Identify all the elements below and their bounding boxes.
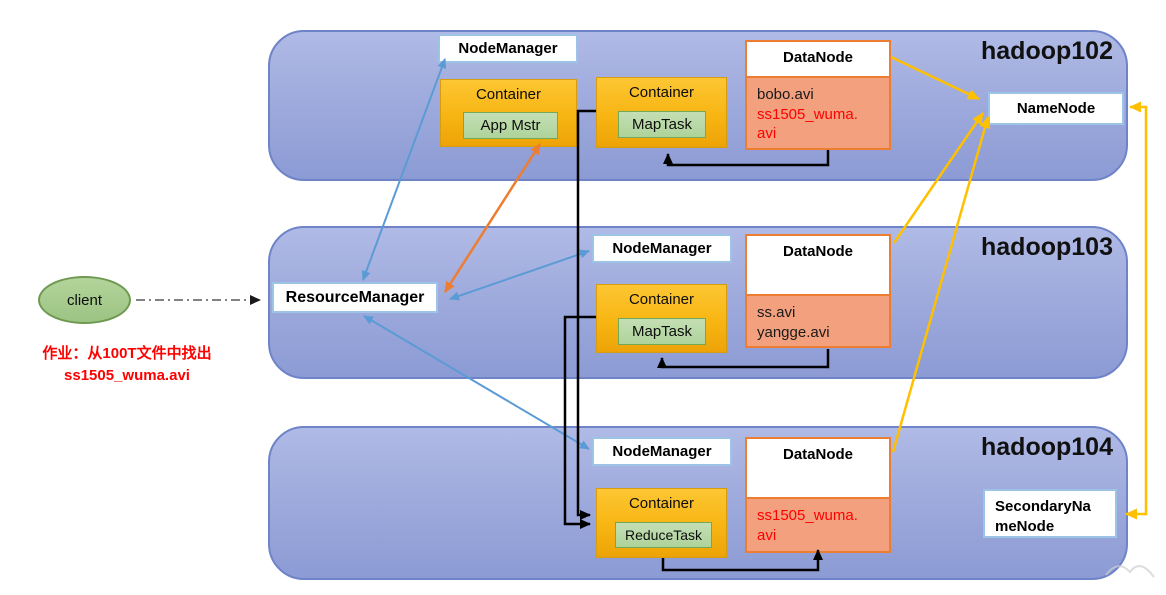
container-maptask-103: Container MapTask <box>596 284 727 353</box>
maptask-102: MapTask <box>618 111 706 138</box>
nodemanager-hadoop103: NodeManager <box>592 234 732 263</box>
arrow-namenode-secondarynamenode <box>1125 101 1148 520</box>
datanode-103-files: ss.avi yangge.avi <box>747 294 889 346</box>
datanode-hadoop102: DataNode bobo.avi ss1505_wuma.avi <box>745 40 891 150</box>
appmstr-task: App Mstr <box>463 112 558 139</box>
panel-title-hadoop104: hadoop104 <box>981 433 1113 461</box>
client-ellipse: client <box>38 276 131 324</box>
file-yangge: yangge.avi <box>757 323 830 341</box>
reducetask: ReduceTask <box>615 522 712 548</box>
datanode-103-title: DataNode <box>782 243 853 260</box>
job-note-line1: 作业：从100T文件中找出 <box>42 345 212 362</box>
datanode-104-files: ss1505_wuma.avi <box>747 497 889 551</box>
nodemanager-hadoop102: NodeManager <box>438 34 578 63</box>
job-note: 作业：从100T文件中找出 ss1505_wuma.avi <box>12 343 242 387</box>
container-reducetask: Container ReduceTask <box>596 488 727 558</box>
datanode-104-title: DataNode <box>782 446 853 463</box>
datanode-102-title: DataNode <box>782 49 853 66</box>
file-bobo: bobo.avi <box>757 86 814 103</box>
namenode: NameNode <box>988 92 1124 125</box>
datanode-hadoop103: DataNode ss.avi yangge.avi <box>745 234 891 348</box>
container-reducetask-title: Container <box>628 495 695 512</box>
maptask-103: MapTask <box>618 318 706 345</box>
job-note-line2: ss1505_wuma.avi <box>64 366 190 384</box>
container-maptask-102: Container MapTask <box>596 77 727 148</box>
resource-manager: ResourceManager <box>272 282 438 313</box>
container-maptask-103-title: Container <box>628 291 695 308</box>
container-appmstr-title: Container <box>475 86 542 103</box>
file-wuma-104: ss1505_wuma.avi <box>757 507 858 544</box>
file-wuma-102: ss1505_wuma.avi <box>757 105 858 143</box>
datanode-102-files: bobo.avi ss1505_wuma.avi <box>747 76 889 148</box>
nodemanager-hadoop104: NodeManager <box>592 437 732 466</box>
container-appmstr: Container App Mstr <box>440 79 577 147</box>
file-ss: ss.avi <box>757 304 796 321</box>
panel-title-hadoop103: hadoop103 <box>981 233 1113 261</box>
secondary-namenode: SecondaryNameNode <box>983 489 1117 538</box>
datanode-hadoop104: DataNode ss1505_wuma.avi <box>745 437 891 553</box>
container-maptask-102-title: Container <box>628 84 695 101</box>
panel-title-hadoop102: hadoop102 <box>981 37 1113 65</box>
